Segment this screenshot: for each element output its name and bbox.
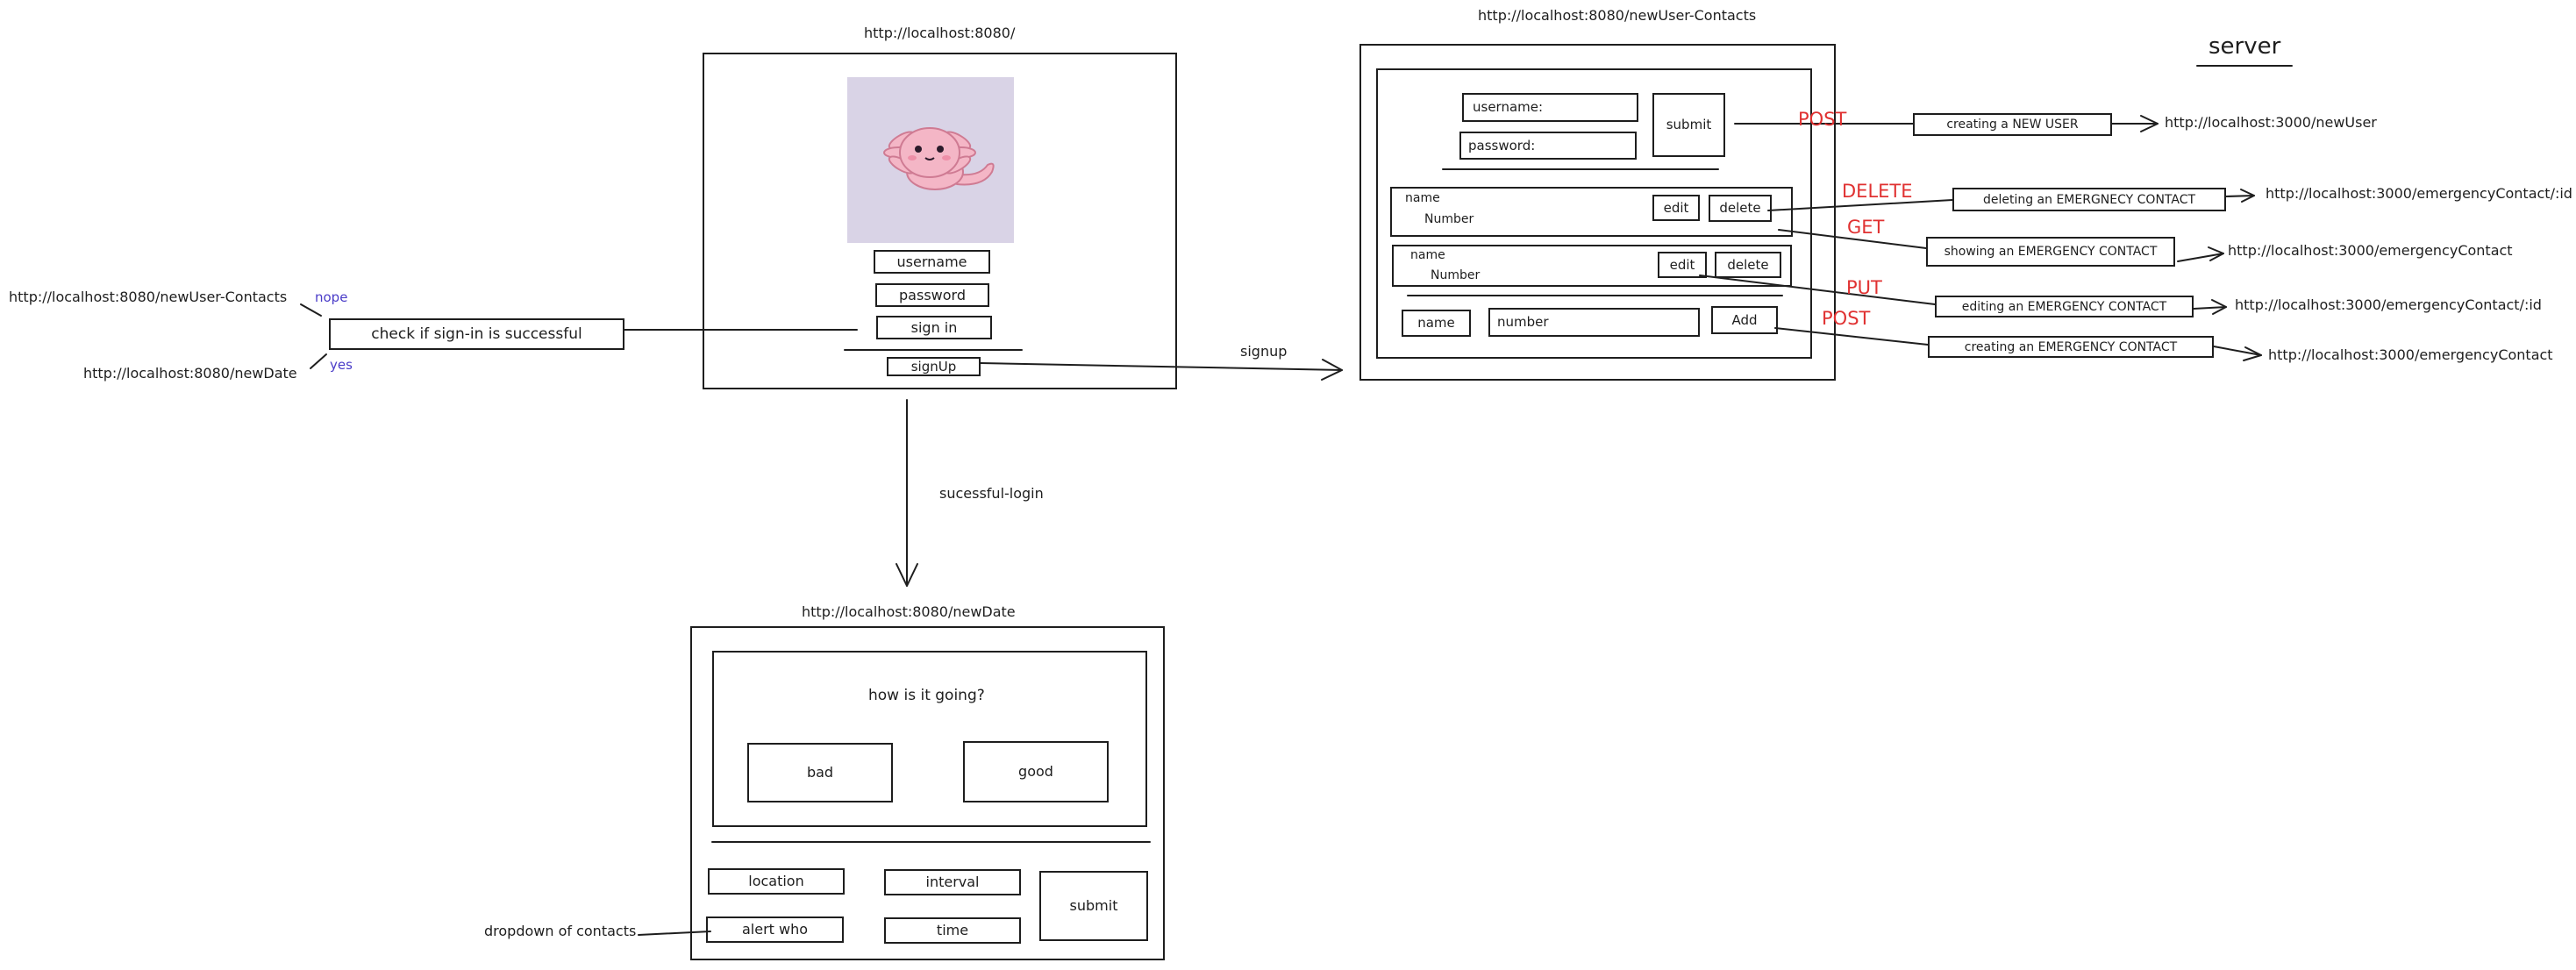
- signup-password-field[interactable]: password:: [1459, 132, 1637, 160]
- http-verb: DELETE: [1842, 181, 1913, 202]
- success-url: http://localhost:8080/newDate: [83, 365, 297, 382]
- date-page-frame: [690, 626, 1165, 960]
- axolotl-icon: [883, 127, 995, 190]
- signup-edge-label: signup: [1240, 343, 1288, 360]
- bad-button[interactable]: bad: [747, 743, 893, 802]
- get-line: [1778, 229, 1927, 249]
- contact-row: [1390, 187, 1793, 237]
- date-page-url: http://localhost:8080/newDate: [802, 603, 1016, 620]
- signup-arrowhead: [1321, 359, 1343, 381]
- post-user-arrowhead: [2140, 115, 2159, 132]
- contacts-page-url: http://localhost:8080/newUser-Contacts: [1478, 7, 1757, 24]
- new-contact-name-field[interactable]: name: [1402, 310, 1471, 337]
- contact-edit-button[interactable]: edit: [1652, 195, 1700, 221]
- alert-who-dropdown[interactable]: alert who: [706, 917, 844, 943]
- http-verb: POST: [1822, 308, 1871, 329]
- signin-check-box: check if sign-in is successful: [329, 318, 624, 350]
- post-contact-arrow: [2213, 346, 2262, 356]
- delete-line: [1767, 199, 1953, 211]
- username-field[interactable]: username: [874, 250, 990, 274]
- sign-up-button[interactable]: signUp: [887, 357, 981, 376]
- date-submit-button[interactable]: submit: [1039, 871, 1148, 941]
- yes-branch-line: [310, 353, 327, 369]
- nope-branch-line: [300, 303, 322, 317]
- delete-arrowhead: [2240, 189, 2255, 203]
- server-action: deleting an EMERGNECY CONTACT: [1952, 188, 2226, 211]
- put-line: [1699, 275, 1936, 305]
- server-endpoint: http://localhost:3000/emergencyContact/:…: [2235, 296, 2542, 313]
- server-action: creating a NEW USER: [1913, 113, 2112, 136]
- contact-number: Number: [1424, 212, 1474, 226]
- login-page-frame: [703, 53, 1177, 389]
- login-arrowhead: [896, 563, 918, 587]
- server-action: editing an EMERGENCY CONTACT: [1935, 296, 2194, 317]
- post-contact-line: [1774, 327, 1929, 346]
- good-button[interactable]: good: [963, 741, 1109, 802]
- get-arrow: [2177, 253, 2224, 262]
- put-arrowhead: [2211, 299, 2227, 315]
- check-in-panel: [712, 651, 1147, 827]
- server-endpoint: http://localhost:3000/emergencyContact: [2268, 346, 2553, 363]
- contact-delete-button[interactable]: delete: [1709, 195, 1772, 222]
- login-image: [847, 77, 1014, 243]
- interval-field[interactable]: interval: [884, 869, 1021, 895]
- get-arrowhead: [2208, 246, 2224, 261]
- contacts-inner-frame: [1376, 68, 1812, 359]
- server-action: showing an EMERGENCY CONTACT: [1926, 237, 2175, 267]
- fail-url: http://localhost:8080/newUser-Contacts: [9, 289, 288, 305]
- http-verb: POST: [1798, 109, 1847, 130]
- contact-row: [1392, 245, 1792, 287]
- contact-name: name: [1410, 248, 1445, 262]
- server-endpoint: http://localhost:3000/emergencyContact/:…: [2266, 185, 2572, 202]
- signup-arrow: [980, 362, 1343, 371]
- fail-hint: nope: [315, 289, 348, 305]
- signup-submit-button[interactable]: submit: [1652, 93, 1725, 157]
- dropdown-note-line: [638, 931, 711, 936]
- server-action: creating an EMERGENCY CONTACT: [1928, 336, 2214, 358]
- new-contact-number-field[interactable]: number: [1488, 308, 1700, 337]
- server-endpoint: http://localhost:3000/emergencyContact: [2228, 242, 2513, 259]
- time-field[interactable]: time: [884, 917, 1021, 944]
- login-page-url: http://localhost:8080/: [864, 25, 1016, 41]
- location-field[interactable]: location: [708, 868, 845, 895]
- dropdown-note: dropdown of contacts: [484, 923, 637, 939]
- contacts-page-frame: [1359, 44, 1836, 381]
- contact-name: name: [1405, 191, 1440, 205]
- put-arrow: [2193, 306, 2227, 310]
- login-edge-label: sucessful-login: [939, 485, 1044, 502]
- contact-number: Number: [1431, 268, 1481, 282]
- signup-username-field[interactable]: username:: [1462, 93, 1638, 122]
- server-endpoint: http://localhost:3000/newUser: [2165, 114, 2377, 131]
- check-in-question: how is it going?: [868, 687, 985, 704]
- post-contact-arrowhead: [2243, 346, 2262, 361]
- contact-delete-button[interactable]: delete: [1715, 252, 1781, 278]
- http-verb: PUT: [1846, 277, 1882, 298]
- password-field[interactable]: password: [875, 283, 989, 307]
- http-verb: GET: [1847, 217, 1885, 238]
- add-contact-button[interactable]: Add: [1711, 306, 1778, 334]
- server-title: server: [2209, 33, 2281, 60]
- sign-in-button[interactable]: sign in: [876, 316, 992, 339]
- contact-edit-button[interactable]: edit: [1658, 252, 1707, 278]
- success-hint: yes: [330, 357, 353, 373]
